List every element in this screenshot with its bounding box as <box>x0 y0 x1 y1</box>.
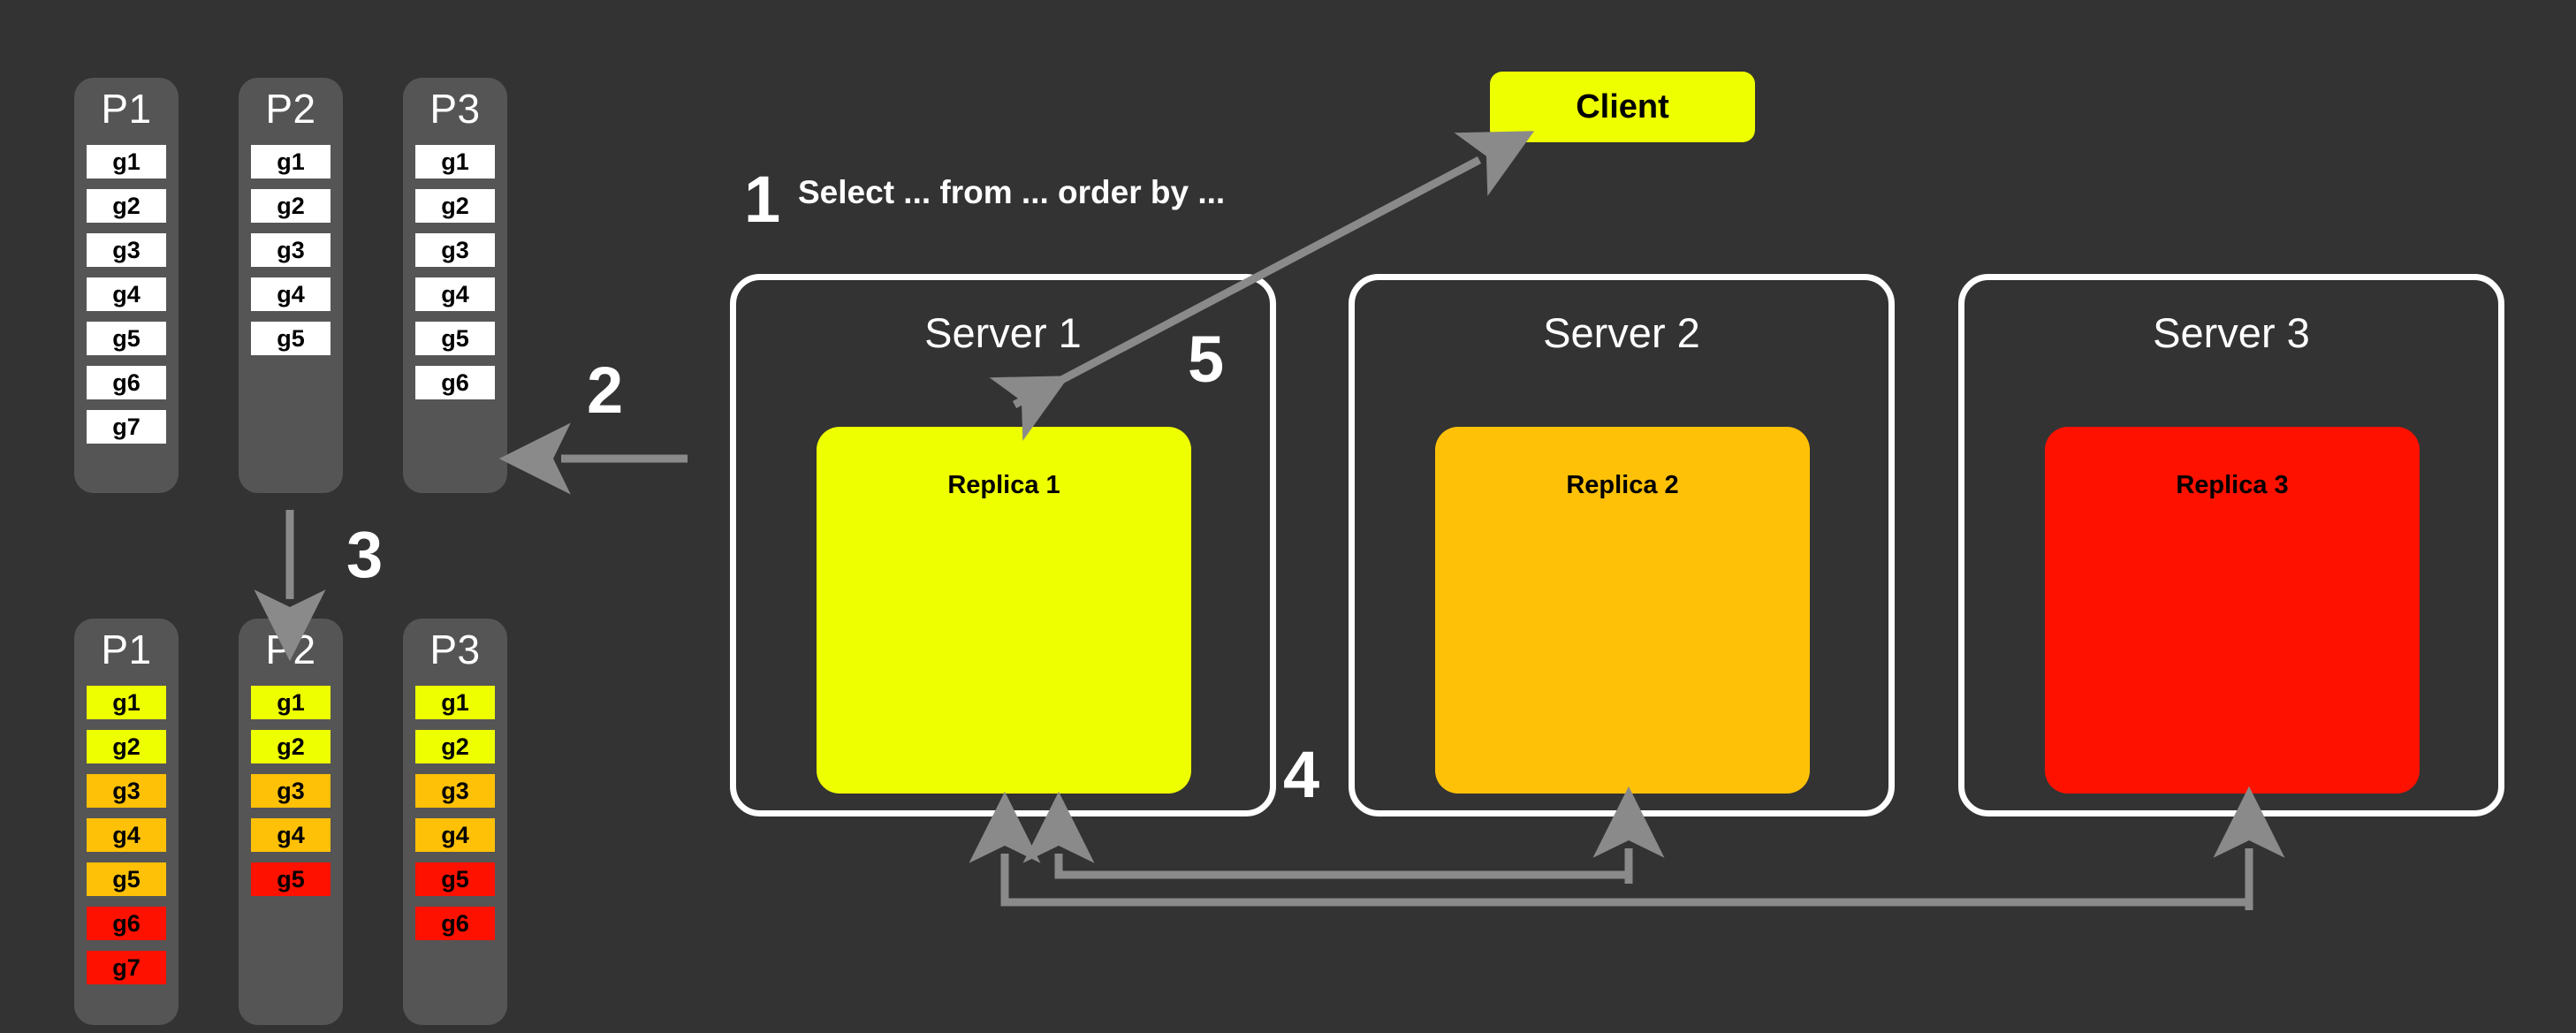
partition-cell: g3 <box>415 233 495 267</box>
bottom-partition-p2: P2 g1 g2 g3 g4 g5 <box>239 619 343 1025</box>
partition-title: P3 <box>429 86 481 132</box>
server-1-box: Server 1 Replica 1 <box>730 274 1276 817</box>
partition-cell: g3 <box>251 233 331 267</box>
partition-cell: g6 <box>87 366 166 399</box>
partition-cell: g5 <box>251 322 331 355</box>
bottom-partition-p1: P1 g1 g2 g3 g4 g5 g6 g7 <box>74 619 179 1025</box>
partition-cell: g1 <box>87 686 166 719</box>
step-label-4: 4 <box>1283 738 1320 811</box>
partition-cell: g6 <box>87 907 166 940</box>
partition-cell: g1 <box>87 145 166 178</box>
partition-title: P3 <box>429 627 481 672</box>
partition-cell: g5 <box>415 322 495 355</box>
partition-cell: g1 <box>415 686 495 719</box>
step-label-2: 2 <box>587 353 624 427</box>
partition-cell: g3 <box>87 233 166 267</box>
partition-title: P2 <box>265 627 316 672</box>
partition-cell: g4 <box>251 818 331 852</box>
partition-cell-list: g1 g2 g3 g4 g5 <box>251 145 331 366</box>
step-label-3: 3 <box>346 518 384 591</box>
top-partition-p3: P3 g1 g2 g3 g4 g5 g6 <box>403 78 507 493</box>
partition-cell-list: g1 g2 g3 g4 g5 g6 g7 <box>87 145 166 454</box>
partition-cell-list: g1 g2 g3 g4 g5 g6 g7 <box>87 686 166 995</box>
partition-cell: g4 <box>87 277 166 311</box>
server-title: Server 3 <box>2153 309 2310 356</box>
partition-title: P1 <box>101 627 152 672</box>
partition-cell: g5 <box>87 322 166 355</box>
step-4-arrows <box>969 786 2285 910</box>
partition-cell: g7 <box>87 951 166 984</box>
partition-cell: g2 <box>251 730 331 763</box>
server-title: Server 2 <box>1543 309 1700 356</box>
replica-3-box[interactable]: Replica 3 <box>2045 427 2420 794</box>
partition-cell: g2 <box>87 189 166 223</box>
partition-cell: g4 <box>87 818 166 852</box>
replica-label: Replica 1 <box>947 471 1060 499</box>
partition-cell: g1 <box>251 686 331 719</box>
server-3-box: Server 3 Replica 3 <box>1958 274 2504 817</box>
step-label-1: 1 <box>744 163 781 236</box>
top-partition-p1: P1 g1 g2 g3 g4 g5 g6 g7 <box>74 78 179 493</box>
partition-cell: g2 <box>251 189 331 223</box>
top-partition-p2: P2 g1 g2 g3 g4 g5 <box>239 78 343 493</box>
partition-title: P1 <box>101 86 152 132</box>
partition-cell-list: g1 g2 g3 g4 g5 g6 <box>415 686 495 951</box>
partition-cell: g1 <box>251 145 331 178</box>
partition-cell: g2 <box>415 189 495 223</box>
partition-cell: g6 <box>415 907 495 940</box>
partition-cell: g3 <box>87 774 166 808</box>
partition-cell: g3 <box>251 774 331 808</box>
client-box[interactable]: Client <box>1490 72 1755 142</box>
partition-cell: g5 <box>415 862 495 896</box>
client-label: Client <box>1576 88 1669 125</box>
partition-cell: g5 <box>87 862 166 896</box>
partition-cell: g4 <box>415 277 495 311</box>
replica-1-box[interactable]: Replica 1 <box>817 427 1191 794</box>
partition-cell: g6 <box>415 366 495 399</box>
partition-cell: g7 <box>87 410 166 444</box>
partition-cell: g2 <box>87 730 166 763</box>
partition-cell: g2 <box>415 730 495 763</box>
partition-cell-list: g1 g2 g3 g4 g5 g6 <box>415 145 495 410</box>
replica-label: Replica 3 <box>2176 471 2289 499</box>
partition-cell: g4 <box>415 818 495 852</box>
step-label-5: 5 <box>1188 323 1225 396</box>
replica-2-box[interactable]: Replica 2 <box>1435 427 1810 794</box>
partition-cell-list: g1 g2 g3 g4 g5 <box>251 686 331 907</box>
partition-cell: g5 <box>251 862 331 896</box>
partition-cell: g1 <box>415 145 495 178</box>
partition-title: P2 <box>265 86 316 132</box>
server-2-box: Server 2 Replica 2 <box>1349 274 1895 817</box>
query-text: Select ... from ... order by ... <box>798 174 1226 210</box>
bottom-partition-p3: P3 g1 g2 g3 g4 g5 g6 <box>403 619 507 1025</box>
replica-label: Replica 2 <box>1566 471 1679 499</box>
partition-cell: g4 <box>251 277 331 311</box>
partition-cell: g3 <box>415 774 495 808</box>
